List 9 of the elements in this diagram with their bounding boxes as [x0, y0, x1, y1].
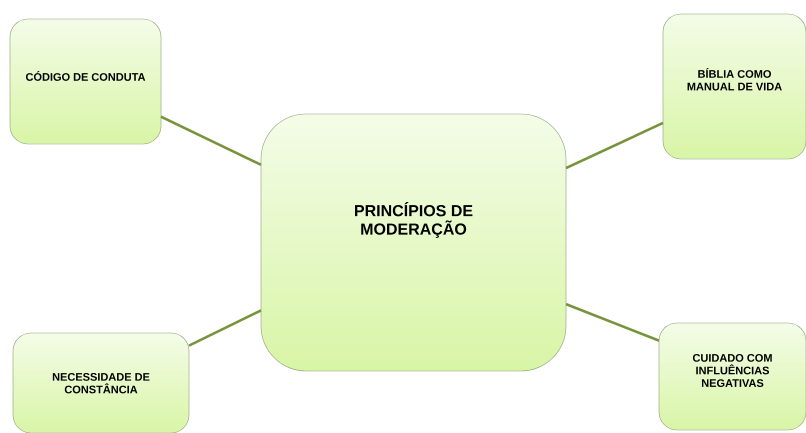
- rounded-box: CÓDIGO DE CONDUTA: [10, 18, 162, 144]
- rounded-box: PRINCÍPIOS DE MODERAÇÃO: [260, 114, 566, 372]
- rounded-box: NECESSIDADE DE CONSTÂNCIA: [12, 332, 190, 433]
- connector-line: [188, 309, 262, 347]
- connector-line: [160, 116, 262, 166]
- connector-line: [565, 122, 664, 170]
- rounded-box: CUIDADO COM INFLUÊNCIAS NEGATIVAS: [658, 322, 806, 430]
- rounded-box: BÍBLIA COMO MANUAL DE VIDA: [662, 14, 806, 160]
- connector-line: [566, 302, 660, 342]
